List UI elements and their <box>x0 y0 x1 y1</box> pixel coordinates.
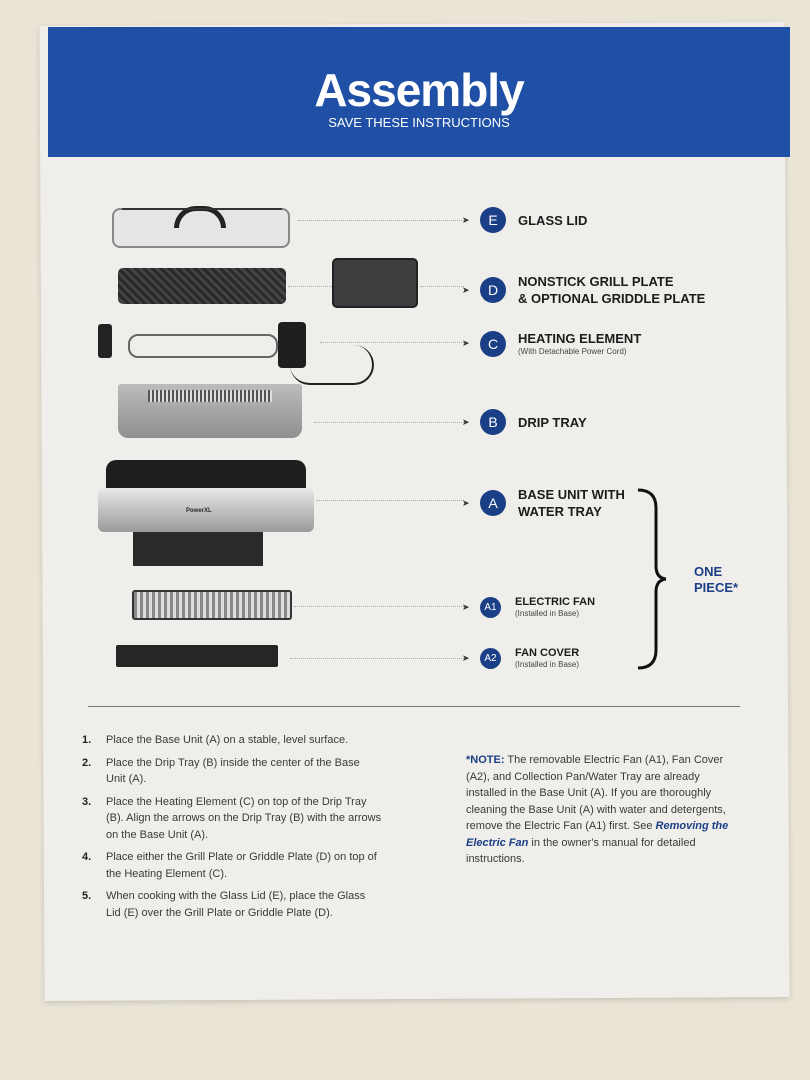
note-text: The removable Electric Fan (A1), Fan Cov… <box>466 754 726 832</box>
leader-line <box>294 606 464 607</box>
drip-tray-image <box>118 384 302 438</box>
leader-line <box>316 500 464 501</box>
part-label: HEATING ELEMENT <box>518 331 642 346</box>
header-banner: Assembly SAVE THESE INSTRUCTIONS <box>48 27 790 157</box>
step-text: When cooking with the Glass Lid (E), pla… <box>106 890 366 919</box>
note-text-end: in the owner's manual for detailed instr… <box>466 836 696 866</box>
leader-line <box>290 658 464 659</box>
leader-line <box>320 342 464 343</box>
step-number: 2. <box>82 756 92 769</box>
step-number: 1. <box>82 734 92 746</box>
part-letter-badge: D <box>480 277 506 303</box>
step-text: Place either the Grill Plate or Griddle … <box>106 851 377 880</box>
power-cord-image <box>290 345 374 385</box>
part-letter-badge: A <box>480 490 506 516</box>
leader-line <box>298 220 464 221</box>
part-letter-badge: B <box>480 409 506 435</box>
griddle-plate-image <box>332 258 418 308</box>
grill-plate-image <box>118 268 286 304</box>
part-letter-badge: A1 <box>480 597 501 618</box>
step-number: 4. <box>82 851 92 863</box>
step-text: Place the Base Unit (A) on a stable, lev… <box>106 734 349 746</box>
arrow-icon: ➤ <box>462 338 470 348</box>
brand-logo: PowerXL <box>98 488 314 532</box>
step-text: Place the Drip Tray (B) inside the cente… <box>106 756 360 786</box>
part-b: ➤ B DRIP TRAY <box>462 409 587 435</box>
fan-cover-image <box>116 645 278 667</box>
part-a: ➤ A BASE UNIT WITH WATER TRAY <box>462 486 625 520</box>
assembly-steps: 1. Place the Base Unit (A) on a stable, l… <box>82 732 382 927</box>
base-unit-image: PowerXL <box>98 460 314 568</box>
part-label: BASE UNIT WITH <box>518 487 625 502</box>
leader-line <box>288 286 332 287</box>
part-label-line2: WATER TRAY <box>518 504 602 519</box>
step-item: 5. When cooking with the Glass Lid (E), p… <box>82 888 382 921</box>
part-label: ELECTRIC FAN <box>515 596 596 608</box>
part-sublabel: (Installed in Base) <box>515 609 580 618</box>
part-label: DRIP TRAY <box>518 414 587 430</box>
part-a1: ➤ A1 ELECTRIC FAN(Installed in Base) <box>462 596 595 619</box>
divider <box>88 706 740 707</box>
part-label: NONSTICK GRILL PLATE <box>518 274 674 289</box>
arrow-icon: ➤ <box>462 497 470 508</box>
part-a2: ➤ A2 FAN COVER(Installed in Base) <box>462 647 579 670</box>
step-text: Place the Heating Element (C) on top of … <box>106 795 382 841</box>
page-title: Assembly <box>314 64 524 116</box>
glass-lid-image <box>112 206 290 248</box>
arrow-icon: ➤ <box>462 602 470 612</box>
step-item: 2. Place the Drip Tray (B) inside the cen… <box>82 755 382 788</box>
part-letter-badge: E <box>480 207 506 233</box>
part-c: ➤ C HEATING ELEMENT(With Detachable Powe… <box>462 330 641 357</box>
arrow-icon: ➤ <box>462 284 470 295</box>
part-e: ➤ E GLASS LID <box>462 207 587 233</box>
part-label-line2: & OPTIONAL GRIDDLE PLATE <box>518 291 706 306</box>
note-paragraph: *NOTE: The removable Electric Fan (A1), … <box>466 752 741 868</box>
part-d: ➤ D NONSTICK GRILL PLATE & OPTIONAL GRIDD… <box>462 273 705 307</box>
one-piece-label: ONE PIECE* <box>694 564 738 596</box>
note-label: *NOTE: <box>466 754 505 766</box>
note-reference: Removing the Electric Fan <box>466 820 729 849</box>
brace-icon <box>637 488 666 670</box>
arrow-icon: ➤ <box>462 653 470 663</box>
part-sublabel: (With Detachable Power Cord) <box>518 347 627 356</box>
step-item: 4. Place either the Grill Plate or Griddl… <box>82 849 382 882</box>
arrow-icon: ➤ <box>462 416 470 427</box>
step-item: 1. Place the Base Unit (A) on a stable, l… <box>82 732 382 749</box>
part-label: FAN COVER <box>515 647 580 659</box>
part-label: GLASS LID <box>518 212 588 228</box>
heating-element-image <box>98 322 308 370</box>
part-letter-badge: A2 <box>480 648 501 669</box>
part-letter-badge: C <box>480 330 506 357</box>
leader-line <box>314 422 464 423</box>
step-item: 3. Place the Heating Element (C) on top o… <box>82 794 382 844</box>
step-number: 3. <box>82 795 92 808</box>
electric-fan-image <box>132 590 292 620</box>
arrow-icon: ➤ <box>462 214 470 225</box>
leader-line <box>420 286 464 287</box>
page-subtitle: SAVE THESE INSTRUCTIONS <box>328 115 510 130</box>
part-sublabel: (Installed in Base) <box>515 660 580 669</box>
step-number: 5. <box>82 890 92 902</box>
one-piece-line1: ONE <box>694 564 723 579</box>
one-piece-line2: PIECE* <box>694 580 739 595</box>
